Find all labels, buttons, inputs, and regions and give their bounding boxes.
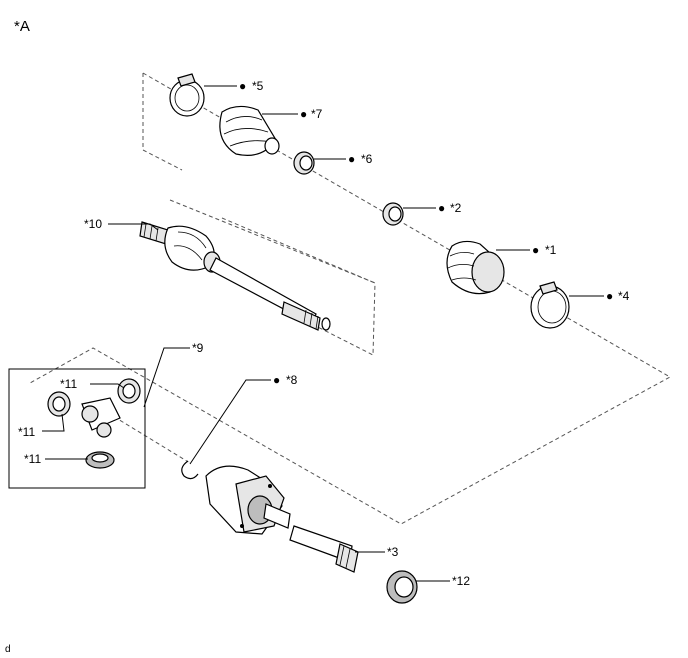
marker-2: ●: [438, 201, 445, 215]
inboard-joint-housing-part: [205, 465, 291, 535]
figure-code: d: [5, 644, 11, 655]
callout-10: *10: [84, 217, 102, 231]
tripod-joint-part: [47, 378, 141, 469]
intermediate-shaft-part: [289, 525, 359, 573]
oil-seal-part: [386, 570, 418, 604]
marker-7: ●: [300, 107, 307, 121]
tripod-axis-line: [107, 412, 191, 464]
drive-shaft-part: [139, 221, 331, 331]
snap-ring-part: [181, 460, 199, 480]
callout-2: *2: [450, 201, 462, 215]
shaft-group-outline-top: [221, 217, 376, 284]
callout-4: *4: [618, 289, 630, 303]
marker-5: ●: [239, 79, 246, 93]
tripod-inset-box: [8, 368, 146, 489]
leader-10: [108, 223, 159, 231]
leader-11b: [42, 413, 65, 432]
marker-6: ●: [348, 152, 355, 166]
leader-8: [189, 379, 271, 465]
small-boot-clamp-part: [293, 151, 315, 175]
callout-12: *12: [452, 574, 470, 588]
outer-boot-part: [219, 105, 280, 156]
figure-corner-label: *A: [14, 18, 30, 35]
callout-11-top: *11: [60, 377, 77, 391]
marker-4: ●: [606, 289, 613, 303]
callout-9: *9: [192, 341, 204, 355]
callout-5: *5: [252, 79, 264, 93]
callout-6: *6: [361, 152, 373, 166]
callout-1: *1: [545, 243, 557, 257]
marker-8: ●: [273, 373, 280, 387]
leader-9: [143, 347, 190, 408]
leader-11a: [90, 383, 125, 389]
inner-boot-part: [446, 240, 505, 295]
shaft-group-outline: [169, 199, 376, 356]
inner-boot-clamp-part: [530, 281, 570, 329]
outer-boot-group-outline-upper: [142, 73, 183, 171]
callout-11-bottom: *11: [24, 452, 41, 466]
callout-11-middle: *11: [18, 425, 35, 439]
outer-boot-clamp-part: [169, 73, 205, 117]
marker-1: ●: [532, 243, 539, 257]
inner-small-clamp-part: [382, 202, 404, 226]
callout-7: *7: [311, 107, 323, 121]
callout-8: *8: [286, 373, 298, 387]
outer-boot-group-outline: [29, 72, 672, 525]
callout-3: *3: [387, 545, 399, 559]
